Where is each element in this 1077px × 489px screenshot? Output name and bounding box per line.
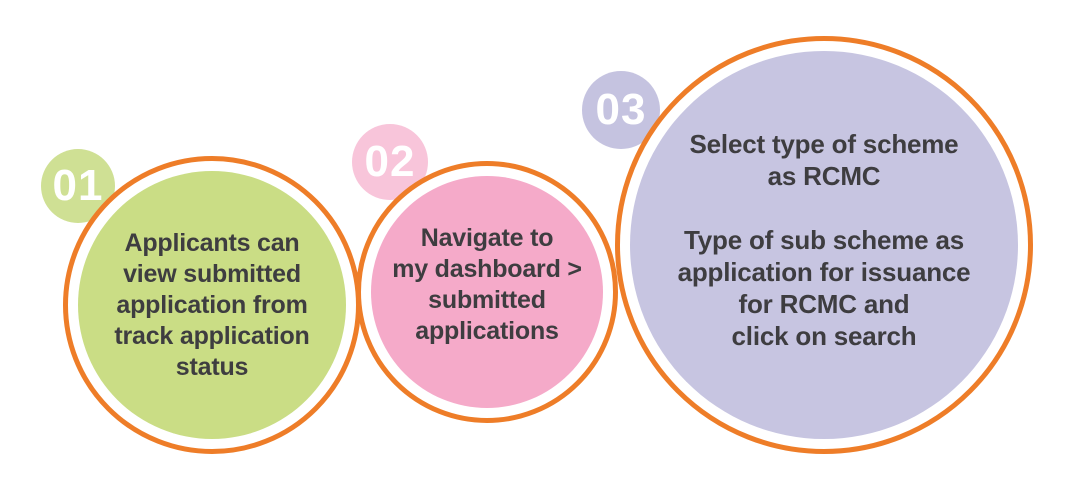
step-1-text: Applicants can view submitted applicatio…: [114, 228, 310, 381]
step-2-text: Navigate to my dashboard > submitted app…: [392, 224, 582, 345]
step-3-number-badge: 03: [582, 71, 660, 149]
step-3-text: Select type of scheme as RCMC Type of su…: [677, 129, 971, 351]
step-1-number: 01: [52, 161, 104, 210]
step-2-circle: Navigate to my dashboard > submitted app…: [371, 176, 603, 408]
step-3-circle: Select type of scheme as RCMC Type of su…: [630, 51, 1018, 439]
step-1-circle: Applicants can view submitted applicatio…: [78, 171, 346, 439]
step-2-number: 02: [364, 137, 416, 186]
step-1-number-badge: 01: [41, 149, 115, 223]
step-3-number: 03: [595, 85, 647, 134]
